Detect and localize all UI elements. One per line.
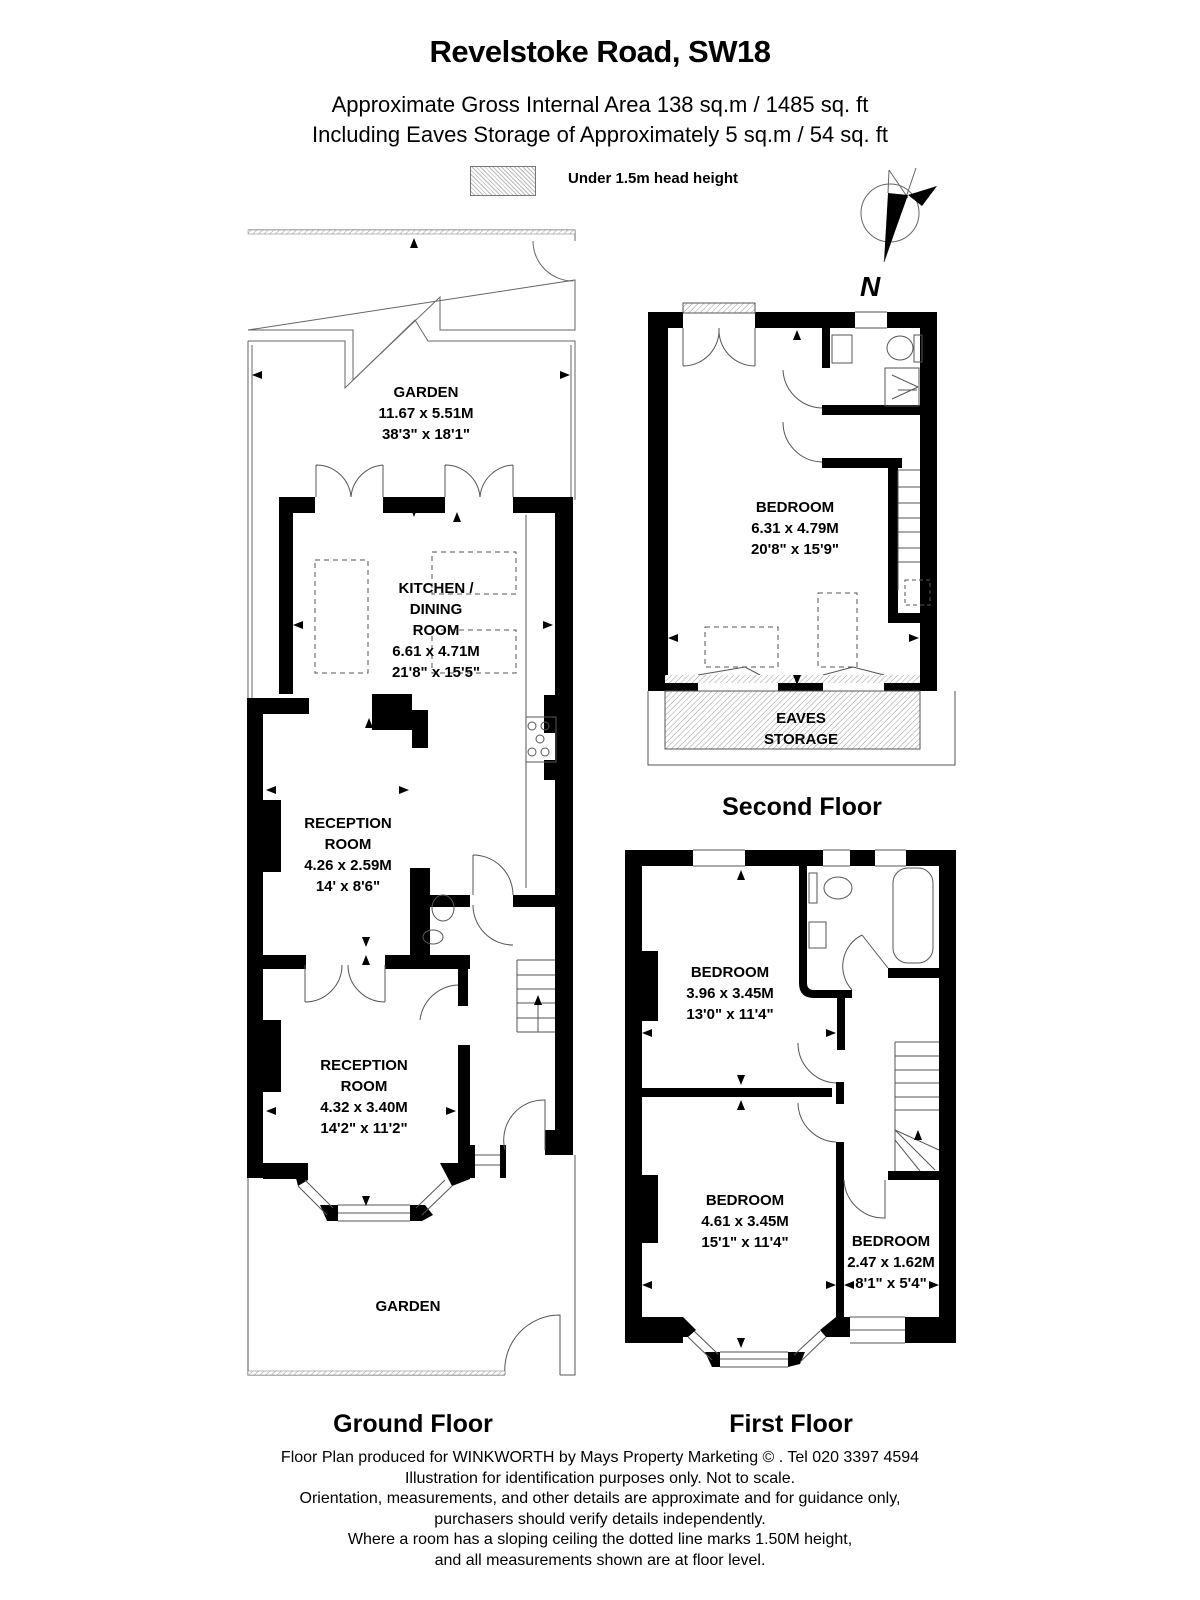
eaves-area-text: Including Eaves Storage of Approximately… xyxy=(312,122,888,147)
disclaimer-line: purchasers should verify details indepen… xyxy=(434,1510,766,1528)
room-label-reception-rear: RECEPTION ROOM 4.26 x 2.59M 14' x 8'6" xyxy=(304,815,392,895)
disclaimer-line: Where a room has a sloping ceiling the d… xyxy=(347,1531,853,1548)
svg-text:N: N xyxy=(860,271,881,302)
room-label-bedroom-rear: BEDROOM 3.96 x 3.45M 13'0" x 11'4" xyxy=(686,964,774,1023)
hatch-legend-swatch xyxy=(470,166,536,196)
room-label-bedroom-small: BEDROOM 2.47 x 1.62M 8'1" x 5'4" xyxy=(847,1233,935,1292)
room-label-front-garden: GARDEN xyxy=(375,1298,441,1315)
room-label-kitchen-dining: KITCHEN / DINING ROOM 6.61 x 4.71M 21'8"… xyxy=(391,580,481,681)
room-label-bedroom-front: BEDROOM 4.61 x 3.45M 15'1" x 11'4" xyxy=(701,1192,789,1251)
compass-icon xyxy=(860,167,937,263)
floor-label-second: Second Floor xyxy=(722,793,882,821)
room-label-reception-front: RECEPTION ROOM 4.32 x 3.40M 14'2" x 11'2… xyxy=(320,1057,408,1137)
disclaimer: Floor Plan produced for WINKWORTH by May… xyxy=(0,1448,1200,1571)
room-label-second-bedroom: BEDROOM 6.31 x 4.79M 20'8" x 15'9" xyxy=(750,499,840,558)
floor-label-ground: Ground Floor xyxy=(333,1410,493,1438)
disclaimer-line: Orientation, measurements, and other det… xyxy=(299,1490,901,1507)
page-title: Revelstoke Road, SW18 xyxy=(429,34,771,69)
disclaimer-line: Illustration for identification purposes… xyxy=(404,1469,796,1487)
disclaimer-line: Floor Plan produced for WINKWORTH by May… xyxy=(280,1449,920,1466)
room-label-eaves-storage: EAVES STORAGE xyxy=(764,710,838,748)
hatch-legend-label: Under 1.5m head height xyxy=(568,170,739,187)
room-label-rear-garden: GARDEN 11.67 x 5.51M 38'3" x 18'1" xyxy=(378,384,474,443)
floor-label-first: First Floor xyxy=(729,1410,853,1438)
gross-area-text: Approximate Gross Internal Area 138 sq.m… xyxy=(331,92,869,117)
disclaimer-line: and all measurements shown are at floor … xyxy=(434,1551,766,1569)
